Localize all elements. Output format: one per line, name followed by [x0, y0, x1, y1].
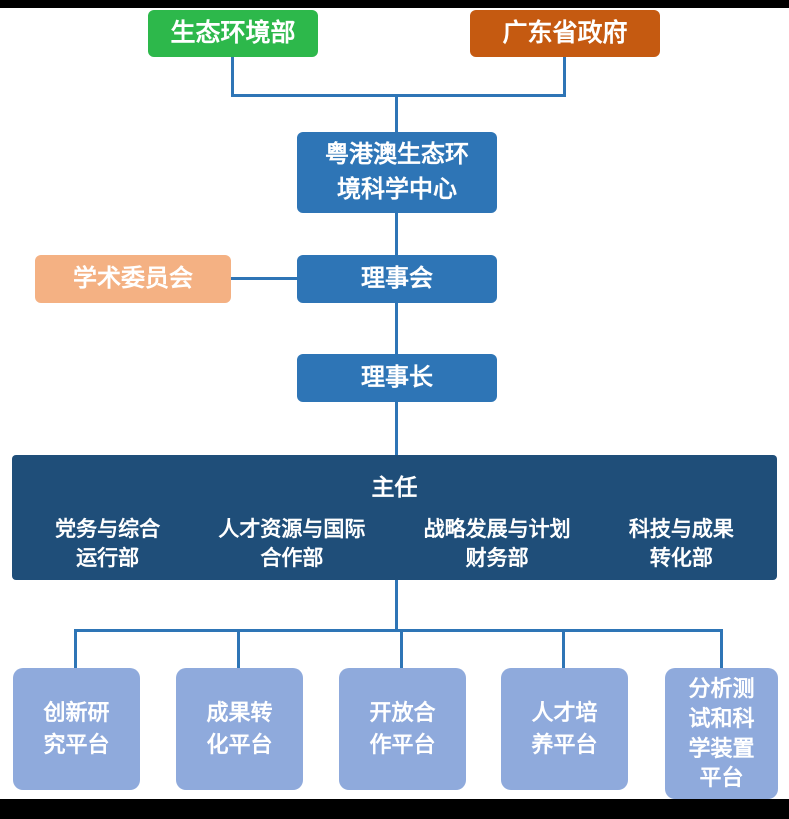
connector-ministry-down — [231, 55, 234, 97]
connector-platform-3-down — [400, 629, 403, 670]
org-node-platform-transfer: 成果转 化平台 — [176, 668, 303, 790]
connector-platforms-horizontal — [75, 629, 723, 632]
org-node-platform-cooperation: 开放合 作平台 — [339, 668, 466, 790]
org-node-academic-committee: 学术委员会 — [35, 255, 231, 303]
department-party-affairs: 党务与综合 运行部 — [55, 518, 161, 571]
connector-platform-5-down — [720, 629, 723, 670]
director-label: 主任 — [371, 474, 418, 500]
connector-chairman-band — [395, 400, 398, 457]
connector-academic-council — [229, 277, 299, 280]
department-tech-transfer: 科技与成果 转化部 — [628, 518, 734, 571]
connector-center-council — [395, 211, 398, 257]
org-node-platform-analysis: 分析测 试和科 学装置 平台 — [665, 668, 778, 799]
frame-bar-top — [0, 0, 789, 8]
org-node-platform-talent: 人才培 养平台 — [501, 668, 628, 790]
frame-bar-bottom — [0, 799, 789, 819]
connector-to-center — [395, 94, 398, 134]
connector-band-down — [395, 578, 398, 632]
org-band-director: 主任 党务与综合 运行部 人才资源与国际 合作部 战略发展与计划 财务部 科技与… — [12, 455, 777, 580]
department-strategy-finance: 战略发展与计划 财务部 — [423, 518, 571, 571]
org-node-council: 理事会 — [297, 255, 497, 303]
org-node-ministry: 生态环境部 — [148, 10, 318, 57]
connector-platform-1-down — [74, 629, 77, 670]
departments-row: 党务与综合 运行部 人才资源与国际 合作部 战略发展与计划 财务部 科技与成果 … — [12, 515, 777, 574]
org-node-science-center: 粤港澳生态环 境科学中心 — [297, 132, 497, 213]
connector-platform-4-down — [562, 629, 565, 670]
connector-platform-2-down — [237, 629, 240, 670]
org-node-government: 广东省政府 — [470, 10, 660, 57]
department-hr-intl: 人才资源与国际 合作部 — [218, 518, 366, 571]
org-node-platform-innovation: 创新研 究平台 — [13, 668, 140, 790]
connector-council-chairman — [395, 301, 398, 356]
connector-top-horizontal — [231, 94, 566, 97]
connector-government-down — [563, 55, 566, 97]
org-node-chairman: 理事长 — [297, 354, 497, 402]
